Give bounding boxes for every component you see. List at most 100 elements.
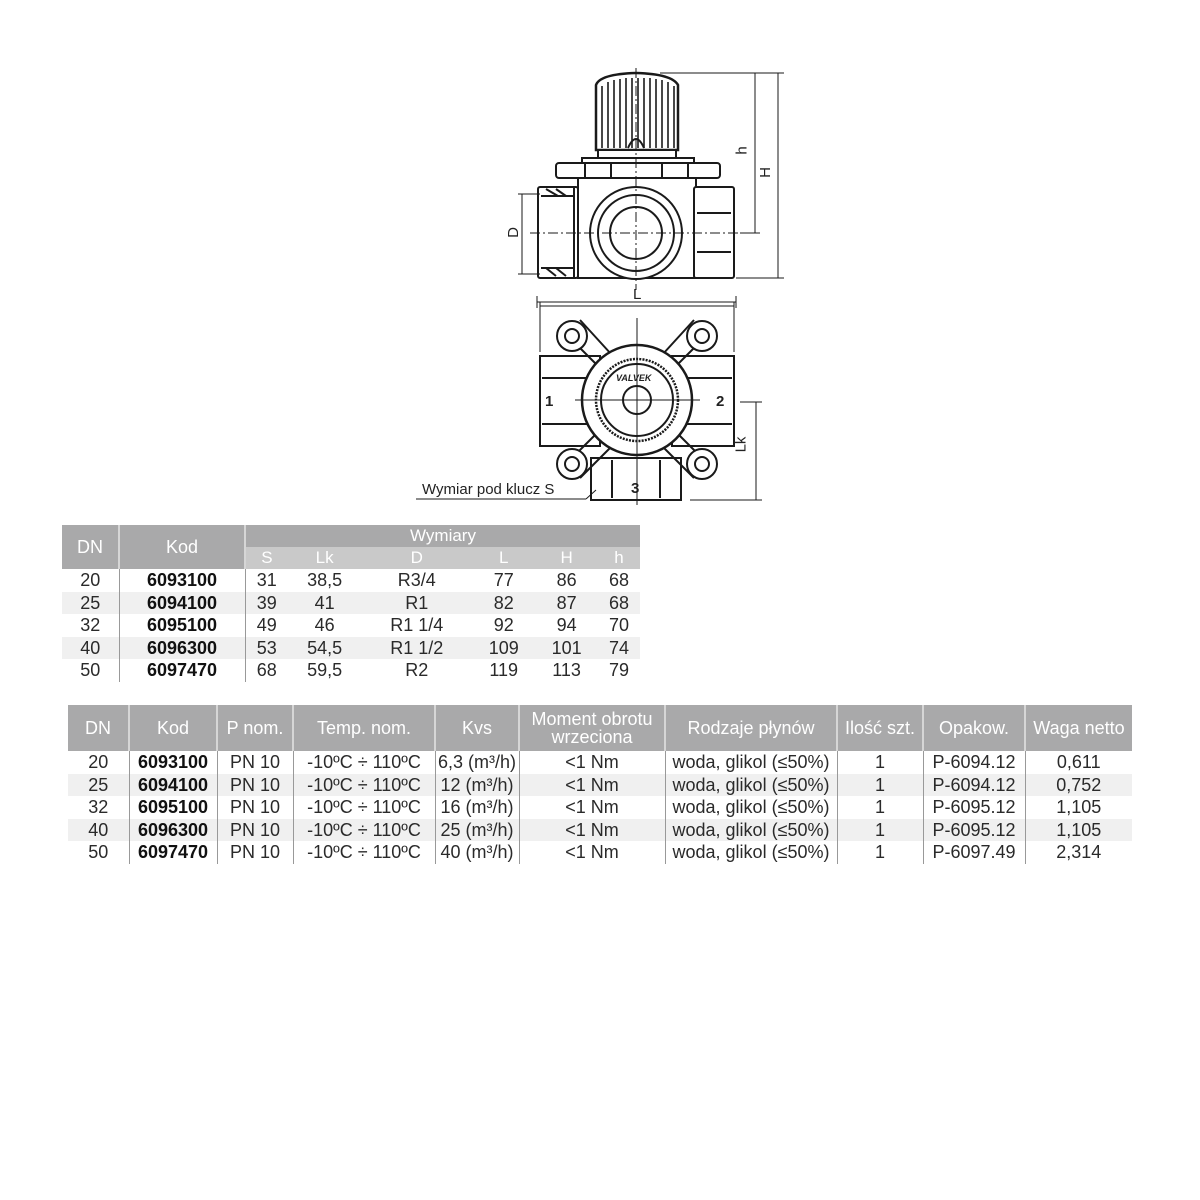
cell-weight: 1,105 — [1056, 797, 1102, 817]
cell-h: 68 — [609, 570, 630, 590]
header-qty: Ilość szt. — [837, 705, 924, 751]
cell-moment: <1 Nm — [519, 796, 666, 819]
table-row: 32 6095100 49 46 R1 1/4 92 94 70 — [62, 614, 640, 637]
cell-d: R3/4 — [397, 570, 436, 590]
header-kvs: Kvs — [435, 705, 520, 751]
dimension-label-L: L — [633, 286, 642, 303]
cell-H: 101 — [535, 636, 599, 659]
cell-d: R1 1/4 — [390, 615, 444, 635]
table-row: 40 6096300 PN 10 -10ºC ÷ 110ºC 25 (m³/h)… — [68, 818, 1132, 841]
cell-pnom: PN 10 — [217, 751, 294, 774]
cell-dn: 25 — [68, 773, 130, 796]
cell-qty: 1 — [837, 796, 924, 819]
cell-l: 119 — [489, 660, 519, 680]
cell-pnom: PN 10 — [217, 773, 294, 796]
cell-weight: 2,314 — [1056, 842, 1102, 862]
cell-dn: 20 — [68, 751, 130, 774]
cell-kod: 6097470 — [129, 841, 218, 864]
cell-lk: 38,5 — [307, 570, 343, 590]
valve-drawings-svg — [416, 68, 784, 505]
valve-side-view — [518, 68, 784, 308]
header-lk: Lk — [287, 547, 362, 569]
cell-fluid: woda, glikol (≤50%) — [665, 841, 838, 864]
wrench-size-label: Wymiar pod klucz S — [422, 481, 555, 498]
cell-dn: 25 — [62, 591, 120, 614]
cell-pnom: PN 10 — [217, 818, 294, 841]
dimension-label-h: h — [733, 146, 751, 155]
valve-technical-drawing: D L h H Lk 1 2 3 VALVEK Wymiar pod klucz… — [0, 0, 1200, 520]
cell-pack: P-6094.12 — [923, 773, 1026, 796]
cell-qty: 1 — [837, 841, 924, 864]
cell-kvs: 12 (m³/h) — [435, 773, 520, 796]
cell-weight: 0,611 — [1056, 752, 1101, 772]
brand-logo: VALVEK — [616, 373, 652, 383]
port-label-2: 2 — [716, 393, 725, 410]
cell-H: 86 — [556, 570, 577, 590]
cell-pack: P-6095.12 — [923, 818, 1026, 841]
cell-kvs: 6,3 (m³/h) — [435, 751, 520, 774]
dimension-label-Lk: Lk — [732, 436, 750, 453]
cell-fluid: woda, glikol (≤50%) — [665, 818, 838, 841]
cell-h: 79 — [609, 660, 630, 680]
cell-kod: 6095100 — [119, 614, 246, 637]
header-moment: Moment obrotu wrzeciona — [519, 705, 666, 751]
cell-temp: -10ºC ÷ 110ºC — [293, 841, 436, 864]
cell-moment: <1 Nm — [519, 751, 666, 774]
cell-dn: 40 — [62, 636, 120, 659]
cell-lk: 46 — [314, 615, 335, 635]
table-row: 25 6094100 39 41 R1 82 87 68 — [62, 591, 640, 614]
cell-temp: -10ºC ÷ 110ºC — [293, 796, 436, 819]
cell-lk: 41 — [287, 591, 362, 614]
cell-l: 82 — [472, 591, 536, 614]
cell-qty: 1 — [837, 773, 924, 796]
cell-kod: 6097470 — [119, 659, 246, 682]
header-s: S — [245, 547, 288, 569]
table-row: 40 6096300 53 54,5 R1 1/2 109 101 74 — [62, 636, 640, 659]
table-row: 20 6093100 31 38,5 R3/4 77 86 68 — [62, 569, 640, 592]
port-label-3: 3 — [631, 480, 640, 497]
header-temp: Temp. nom. — [293, 705, 436, 751]
cell-s: 31 — [256, 570, 277, 590]
header-pnom: P nom. — [217, 705, 294, 751]
header-weight: Waga netto — [1025, 705, 1132, 751]
cell-weight: 1,105 — [1025, 818, 1132, 841]
cell-moment: <1 Nm — [519, 841, 666, 864]
cell-temp: -10ºC ÷ 110ºC — [293, 773, 436, 796]
table-row: 50 6097470 PN 10 -10ºC ÷ 110ºC 40 (m³/h)… — [68, 841, 1132, 864]
cell-kod: 6093100 — [119, 569, 246, 592]
cell-kod: 6096300 — [119, 636, 246, 659]
header-fluid: Rodzaje płynów — [665, 705, 838, 751]
dimensions-table: DN Kod Wymiary S Lk D L H h 20 6093100 3… — [62, 525, 640, 682]
cell-l: 77 — [493, 570, 514, 590]
cell-fluid: woda, glikol (≤50%) — [665, 751, 838, 774]
cell-d: R1 1/2 — [361, 636, 473, 659]
header-moment-line1: Moment obrotu — [531, 709, 653, 729]
specs-table: DN Kod P nom. Temp. nom. Kvs Moment obro… — [68, 705, 1132, 864]
cell-l: 92 — [493, 615, 514, 635]
cell-H: 94 — [556, 615, 577, 635]
cell-H: 113 — [552, 660, 581, 680]
header-wymiary: Wymiary — [245, 525, 640, 547]
cell-dn: 20 — [62, 569, 120, 592]
cell-dn: 32 — [62, 614, 120, 637]
header-l: L — [472, 547, 536, 569]
header-dn: DN — [68, 705, 130, 751]
cell-moment: <1 Nm — [519, 773, 666, 796]
cell-kvs: 40 (m³/h) — [435, 841, 520, 864]
cell-kod: 6094100 — [119, 591, 246, 614]
header-moment-line2: wrzeciona — [551, 727, 633, 747]
cell-h: 74 — [598, 636, 640, 659]
cell-fluid: woda, glikol (≤50%) — [665, 773, 838, 796]
table-row: 32 6095100 PN 10 -10ºC ÷ 110ºC 16 (m³/h)… — [68, 796, 1132, 819]
cell-dn: 40 — [68, 818, 130, 841]
header-d: D — [361, 547, 473, 569]
cell-lk: 59,5 — [307, 660, 343, 680]
cell-s: 39 — [245, 591, 288, 614]
cell-lk: 54,5 — [287, 636, 362, 659]
cell-pnom: PN 10 — [217, 796, 294, 819]
cell-kvs: 16 (m³/h) — [435, 796, 520, 819]
cell-s: 53 — [245, 636, 288, 659]
dimension-label-D: D — [504, 227, 522, 238]
cell-pack: P-6094.12 — [923, 751, 1026, 774]
header-pack: Opakow. — [923, 705, 1026, 751]
